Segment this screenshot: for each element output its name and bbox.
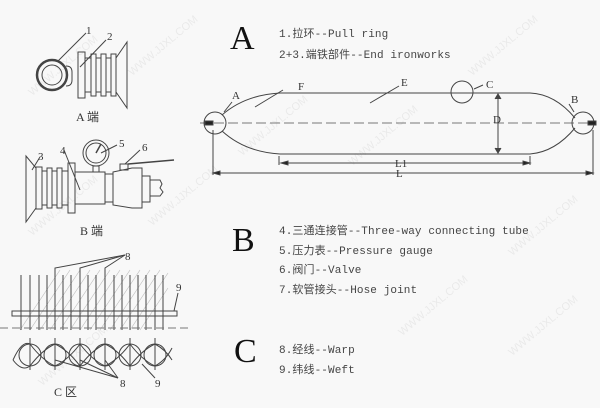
label-end-a: A (232, 90, 240, 102)
callout-8-bottom: 8 (120, 378, 126, 390)
caption-c-zone: C 区 (54, 385, 78, 399)
c-zone-drawing (0, 254, 190, 379)
legend-b-item-6: 6.阀门--Valve (279, 265, 362, 277)
a-end-drawing (35, 32, 128, 110)
legend-b-item-7: 7.软管接头--Hose joint (279, 285, 418, 297)
weft-wave (12, 342, 173, 367)
airbag-bottom-outline (221, 127, 576, 155)
label-diameter: D (493, 114, 501, 126)
label-zone-c: C (486, 79, 493, 91)
callout-9-bottom: 9 (155, 378, 161, 390)
zone-c-circle (450, 80, 474, 104)
legend-c-item-8: 8.经线--Warp (279, 345, 355, 357)
callout-4: 4 (60, 145, 66, 157)
callout-5: 5 (119, 138, 125, 150)
label-cone-f: F (298, 81, 304, 93)
pull-ring-icon (35, 58, 69, 92)
end-a-circle (203, 111, 227, 135)
section-letter-c: C (234, 333, 257, 370)
weft-bar (11, 310, 178, 317)
callout-1: 1 (86, 25, 92, 37)
callout-3: 3 (38, 151, 44, 163)
label-l1: L1 (395, 158, 407, 170)
legend-a-item-2: 2+3.端铁部件--End ironworks (279, 50, 451, 62)
airbag-drawing (200, 80, 597, 176)
legend-b-item-5: 5.压力表--Pressure gauge (279, 246, 433, 258)
callout-2: 2 (107, 31, 113, 43)
section-letter-b: B (232, 222, 255, 259)
legend-b-item-4: 4.三通连接管--Three-way connecting tube (279, 226, 529, 238)
warp-lines (20, 270, 164, 330)
legend-a-item-1: 1.拉环--Pull ring (279, 29, 389, 41)
callout-6: 6 (142, 142, 148, 154)
label-body-e: E (401, 77, 408, 89)
callout-9-top: 9 (176, 282, 182, 294)
airbag-top-outline (221, 92, 576, 119)
label-l: L (396, 168, 403, 180)
section-letter-a: A (230, 20, 255, 57)
callout-8-top: 8 (125, 251, 131, 263)
caption-b-end: B 端 (80, 224, 104, 238)
caption-a-end: A 端 (76, 110, 100, 124)
legend-c-item-9: 9.纬线--Weft (279, 365, 355, 377)
b-end-drawing (25, 139, 175, 224)
label-end-b: B (571, 94, 578, 106)
